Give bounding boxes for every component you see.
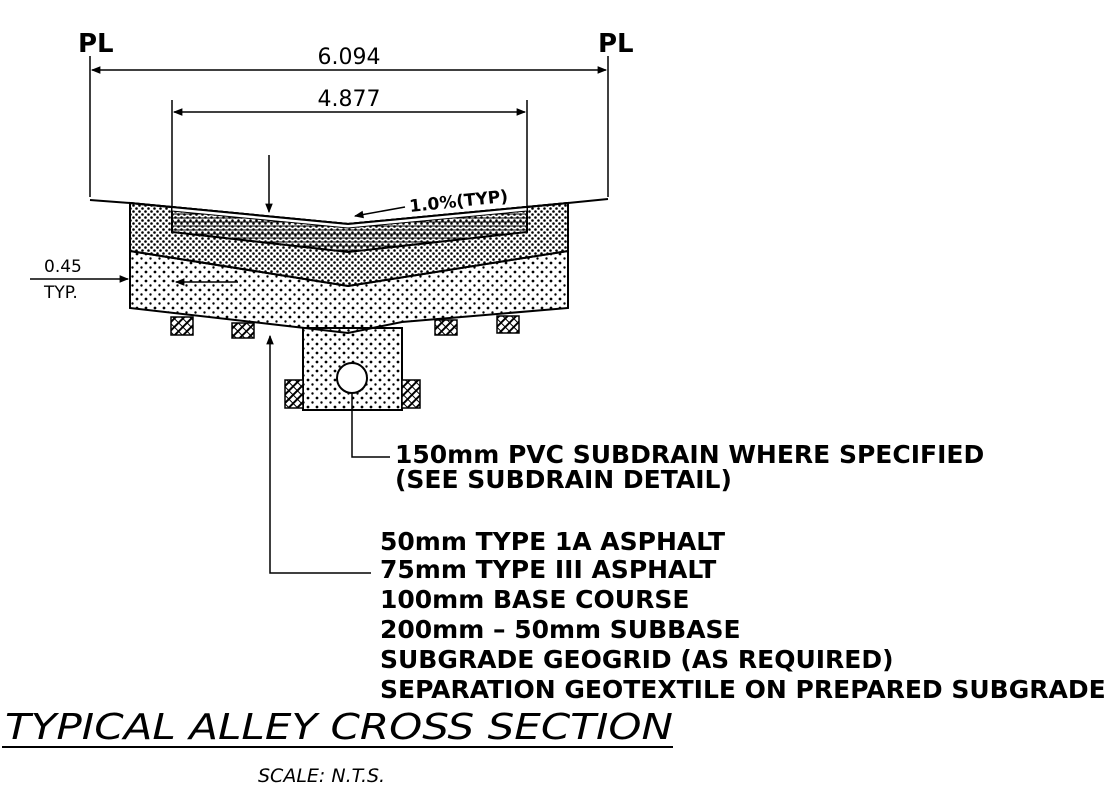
geogrid-block-3 — [434, 319, 458, 336]
edge-offset-label: 0.45 — [44, 257, 82, 277]
layer-note-1: 50mm TYPE 1A ASPHALT — [380, 527, 725, 556]
inner-dimension-label: 4.877 — [318, 87, 381, 112]
layer-leader — [266, 334, 371, 574]
subdrain-note-line-1: 150mm PVC SUBDRAIN WHERE SPECIFIED — [395, 440, 984, 469]
layer-note-2: 75mm TYPE III ASPHALT — [380, 555, 716, 584]
geogrid-block-4 — [496, 315, 520, 334]
slope-arrow — [353, 206, 406, 219]
drawing-title: TYPICAL ALLEY CROSS SECTION — [5, 707, 673, 748]
property-line-left-label: PL — [78, 29, 114, 59]
layer-note-4: 200mm – 50mm SUBBASE — [380, 615, 741, 644]
overall-dimension-label: 6.094 — [318, 45, 381, 70]
geogrid-block-1 — [170, 316, 194, 336]
geogrid-block-5 — [284, 379, 304, 409]
subdrain-leader — [351, 393, 390, 458]
drawing-scale: SCALE: N.T.S. — [258, 765, 385, 787]
subdrain-pipe — [336, 362, 368, 394]
layer-note-5: SUBGRADE GEOGRID (AS REQUIRED) — [380, 645, 894, 674]
layer-note-6: SEPARATION GEOTEXTILE ON PREPARED SUBGRA… — [380, 675, 1106, 704]
geogrid-block-6 — [401, 379, 421, 409]
layer-note-3: 100mm BASE COURSE — [380, 585, 689, 614]
surface-redraw — [129, 202, 569, 226]
edge-offset-note: TYP. — [43, 283, 78, 303]
property-line-right-label: PL — [598, 29, 634, 59]
geogrid-block-2 — [231, 322, 255, 339]
subdrain-note-line-2: (SEE SUBDRAIN DETAIL) — [395, 465, 732, 494]
